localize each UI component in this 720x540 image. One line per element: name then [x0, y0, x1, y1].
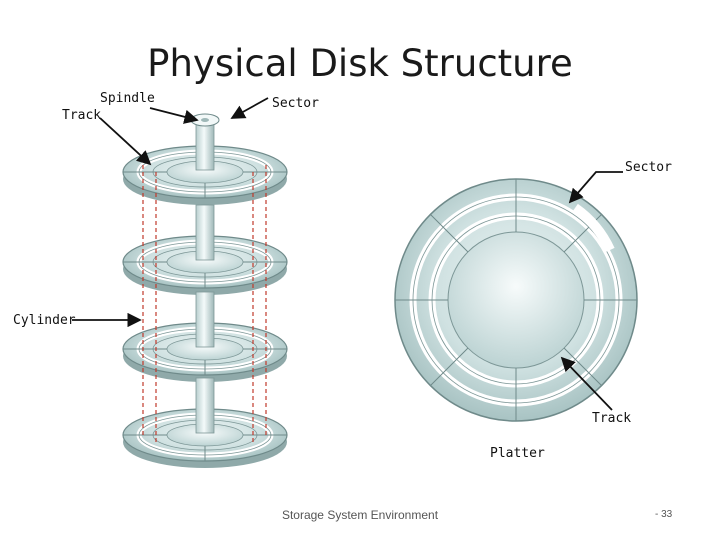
stack-platter-1 [122, 145, 288, 205]
spindle-shaft [190, 113, 220, 434]
label-spindle: Spindle [100, 91, 155, 106]
slide-title: Physical Disk Structure [147, 42, 573, 85]
platter-stack [122, 113, 288, 468]
arrow-track-right [560, 356, 613, 411]
platter-top-view [394, 178, 638, 422]
arrow-spindle [149, 107, 199, 124]
label-track-right: Track [592, 411, 632, 426]
arrow-sector-top [230, 97, 269, 119]
label-platter: Platter [490, 446, 545, 461]
callout-arrows [72, 97, 623, 411]
label-sector-top: Sector [272, 96, 319, 111]
page-number: - 33 [655, 509, 673, 520]
label-track-left: Track [62, 108, 102, 123]
stack-platter-3 [122, 322, 288, 382]
stack-platter-4 [122, 408, 288, 468]
footer-text: Storage System Environment [281, 508, 439, 522]
cylinder-outline [142, 165, 267, 445]
label-cylinder: Cylinder [13, 313, 76, 328]
label-sector-right: Sector [625, 160, 672, 175]
arrow-sector-right [568, 171, 623, 204]
stack-platter-2 [122, 235, 288, 295]
arrow-track-left [99, 117, 152, 166]
